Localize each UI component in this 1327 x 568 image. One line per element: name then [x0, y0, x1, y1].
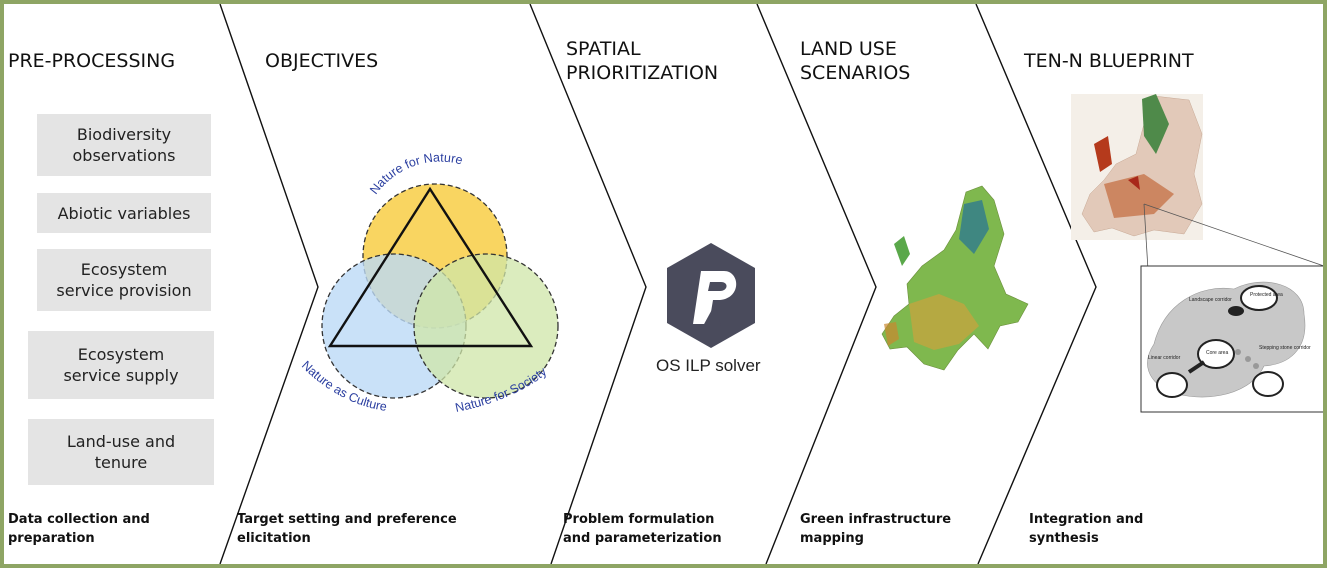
- diagram-graphics: Nature for Nature Nature as Culture Natu…: [219, 4, 1323, 564]
- input-box-abiotic: Abiotic variables: [37, 193, 211, 233]
- connectivity-inset: Landscape corridor Stepping stone corrid…: [1140, 265, 1323, 413]
- stage-title-land-use-scenarios: LAND USE SCENARIOS: [800, 38, 911, 84]
- inset-label-linear-corridor: Linear corridor: [1148, 355, 1181, 361]
- inset-label-core-area: Core area: [1206, 350, 1228, 356]
- chevron-separator-1: [219, 4, 319, 564]
- input-box-biodiversity: Biodiversity observations: [37, 114, 211, 176]
- venn-diagram: Nature for Nature Nature as Culture Natu…: [299, 151, 559, 415]
- stage-title-objectives: OBJECTIVES: [265, 50, 379, 72]
- europe-scenario-map: [881, 185, 1029, 371]
- prioritizr-hex-icon: [667, 243, 755, 348]
- chevron-separator-4: [975, 4, 1097, 564]
- chevron-separator-2: [529, 4, 647, 564]
- inset-label-stepping-stone: Stepping stone corridor: [1259, 345, 1311, 351]
- input-box-land-use-tenure: Land-use and tenure: [28, 419, 214, 485]
- europe-blueprint-map: [1071, 94, 1323, 271]
- inset-label-protected-area: Protected area: [1250, 292, 1283, 298]
- stage-footer-land-use-scenarios: Green infrastructure mapping: [800, 512, 952, 546]
- stage-footer-spatial-prioritization: Problem formulation and parameterization: [563, 512, 722, 546]
- stage-footer-pre-processing: Data collection and preparation: [8, 512, 150, 546]
- input-box-es-provision: Ecosystem service provision: [37, 249, 211, 311]
- input-box-es-supply: Ecosystem service supply: [28, 331, 214, 399]
- chevron-separator-3: [756, 4, 877, 564]
- stage-title-ten-n-blueprint: TEN-N BLUEPRINT: [1024, 50, 1194, 72]
- stage-title-pre-processing: PRE-PROCESSING: [8, 50, 176, 72]
- inset-label-landscape-corridor: Landscape corridor: [1189, 297, 1232, 303]
- venn-triangle: [327, 186, 534, 348]
- stage-footer-ten-n-blueprint: Integration and synthesis: [1029, 512, 1144, 546]
- venn-circle-nature-for-society: [413, 253, 559, 399]
- stage-footer-objectives: Target setting and preference elicitatio…: [237, 512, 457, 546]
- stage-title-spatial-prioritization: SPATIAL PRIORITIZATION: [566, 38, 719, 84]
- solver-label: OS ILP solver: [656, 356, 761, 375]
